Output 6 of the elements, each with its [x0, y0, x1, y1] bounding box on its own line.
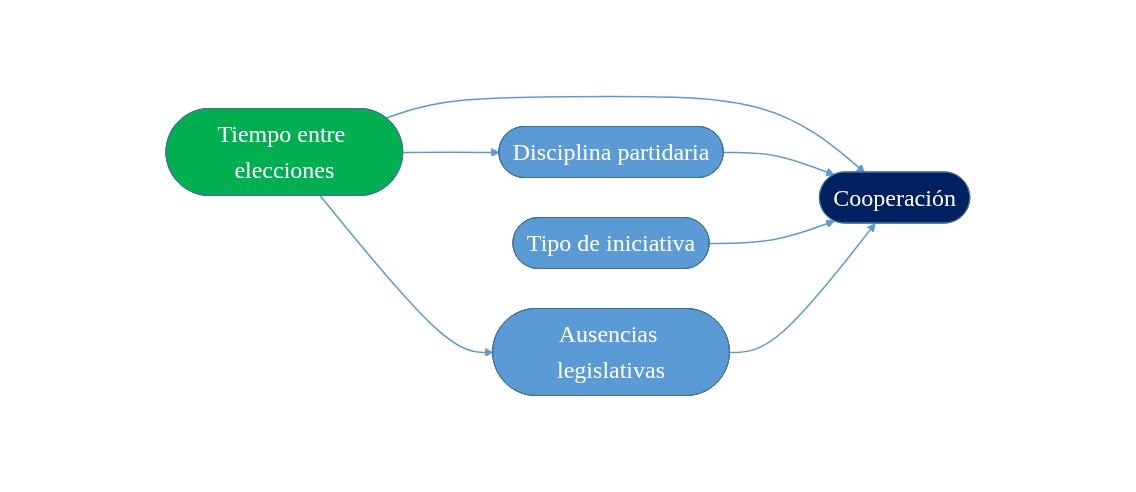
arrow	[709, 219, 835, 245]
arrow	[723, 151, 835, 177]
arrow	[319, 195, 494, 357]
arrow	[729, 223, 876, 354]
arrow	[385, 95, 866, 173]
arrow	[402, 148, 500, 157]
